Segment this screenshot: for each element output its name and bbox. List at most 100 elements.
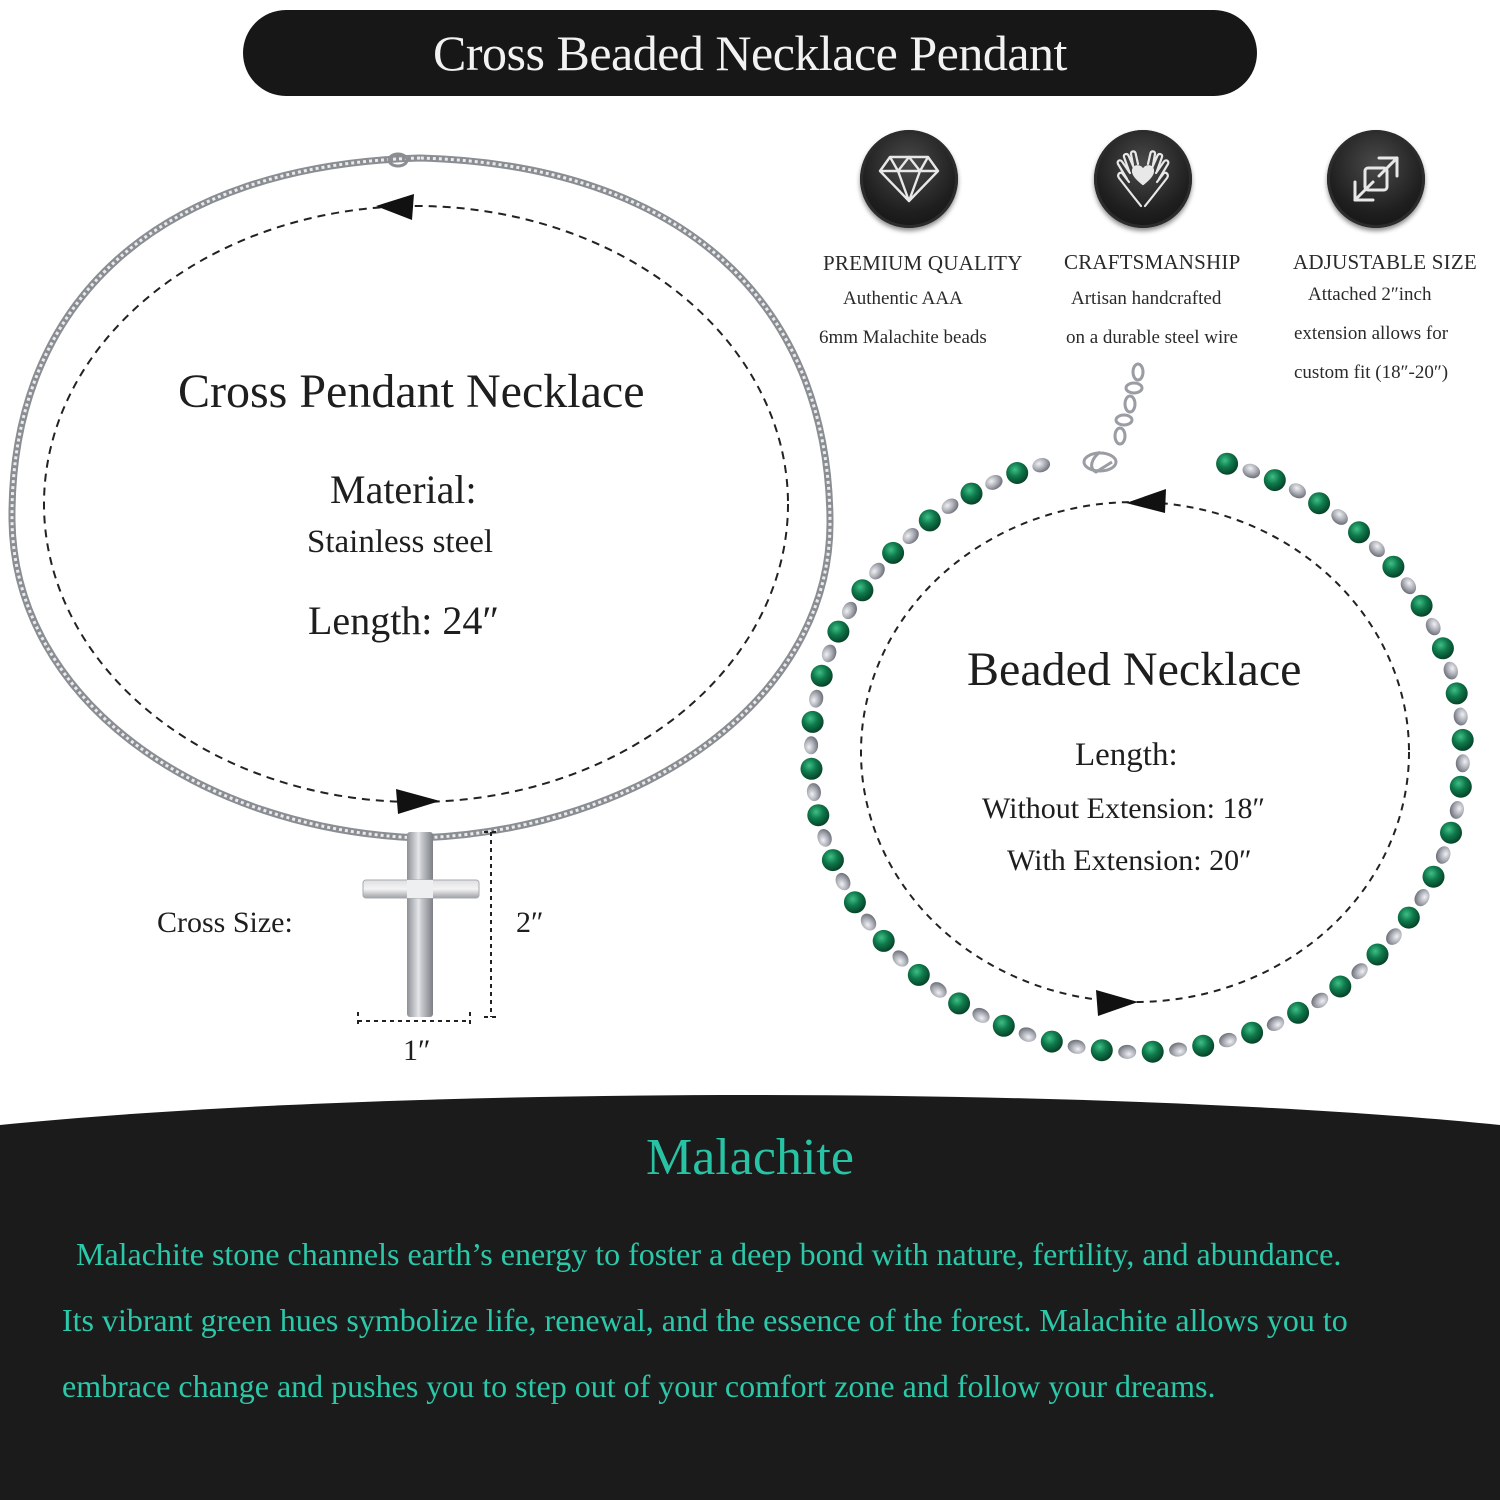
malachite-bead <box>1366 943 1389 966</box>
feature-line: 6mm Malachite beads <box>819 327 987 348</box>
silver-bead <box>1351 963 1368 980</box>
feature-title-premium-quality: PREMIUM QUALITY <box>823 251 1023 275</box>
silver-bead <box>806 783 821 802</box>
feature-line: on a durable steel wire <box>1066 327 1238 348</box>
beaded-necklace-heading: Beaded Necklace <box>967 643 1302 696</box>
malachite-bead <box>948 992 971 1015</box>
malachite-bead <box>821 849 844 872</box>
silver-bead <box>985 474 1003 490</box>
arrow-marker <box>396 789 440 814</box>
silver-bead <box>809 689 824 708</box>
silver-bead <box>1311 992 1329 1009</box>
with-extension: With Extension: 20″ <box>1007 844 1252 877</box>
malachite-bead <box>1440 821 1462 844</box>
malachite-bead <box>801 710 824 733</box>
malachite-bead <box>992 1014 1015 1037</box>
cross-width: 1″ <box>403 1034 431 1067</box>
silver-bead <box>1331 509 1348 525</box>
malachite-bead <box>1308 492 1331 515</box>
silver-bead <box>941 498 959 514</box>
malachite-bead <box>1382 555 1405 578</box>
silver-bead <box>1386 928 1402 945</box>
cross-necklace-length: Length: 24″ <box>308 598 500 643</box>
malachite-bead <box>1329 975 1352 998</box>
malachite-bead <box>843 891 866 914</box>
silver-bead <box>1400 577 1417 595</box>
arrow-marker <box>1096 990 1138 1016</box>
title-banner: Cross Beaded Necklace Pendant <box>243 10 1257 96</box>
silver-bead <box>1032 458 1051 473</box>
malachite-bead <box>1445 682 1468 705</box>
silver-bead <box>1368 540 1385 558</box>
arrow-marker <box>376 194 414 220</box>
lobster-clasp <box>1082 451 1118 473</box>
material-label: Material: <box>330 467 477 512</box>
malachite-bead <box>1241 1021 1264 1044</box>
silver-bead <box>892 950 909 967</box>
silver-bead <box>1118 1044 1137 1059</box>
feature-line: extension allows for <box>1294 323 1449 344</box>
malachite-description-line: Its vibrant green hues symbolize life, r… <box>62 1302 1348 1338</box>
silver-bead <box>972 1007 990 1023</box>
malachite-bead <box>1090 1039 1113 1062</box>
silver-bead <box>1067 1039 1086 1054</box>
malachite-bead <box>918 509 941 532</box>
silver-bead <box>1435 846 1451 864</box>
cross-necklace-illustration <box>8 152 834 1028</box>
dimension-lines <box>357 831 498 1028</box>
cross-necklace-heading: Cross Pendant Necklace <box>178 365 645 418</box>
silver-bead <box>1455 754 1470 773</box>
arrow-marker <box>1126 489 1166 513</box>
malachite-bead <box>1431 637 1454 660</box>
silver-bead <box>1288 483 1306 499</box>
silver-bead <box>835 872 851 891</box>
silver-bead <box>1266 1016 1285 1031</box>
malachite-bead <box>1006 462 1029 484</box>
length-guide <box>860 501 1410 1003</box>
malachite-bead <box>1397 906 1420 929</box>
silver-bead <box>821 644 837 663</box>
feature-title-adjustable-size: ADJUSTABLE SIZE <box>1293 250 1477 274</box>
silver-bead <box>1169 1042 1188 1057</box>
malachite-bead <box>1263 469 1286 492</box>
feature-title-craftsmanship: CRAFTSMANSHIP <box>1064 250 1241 274</box>
cross-height: 2″ <box>516 906 544 939</box>
malachite-bead <box>1192 1034 1215 1057</box>
malachite-bead <box>960 482 983 505</box>
malachite-bead <box>872 929 895 952</box>
heart-hands-icon <box>1094 130 1192 228</box>
malachite-bead <box>882 541 905 564</box>
resize-arrows-icon <box>1327 130 1425 228</box>
malachite-bead <box>810 664 833 687</box>
silver-bead <box>860 913 877 931</box>
beaded-necklace-illustration <box>800 362 1474 1063</box>
malachite-panel <box>0 1095 1500 1500</box>
silver-bead <box>1219 1032 1237 1048</box>
silver-bead <box>1414 889 1430 907</box>
bead-ring <box>800 451 1474 1063</box>
beaded-length-label: Length: <box>1075 737 1178 773</box>
material-value: Stainless steel <box>307 524 494 560</box>
page-title: Cross Beaded Necklace Pendant <box>433 25 1067 81</box>
malachite-bead <box>800 757 823 780</box>
malachite-bead <box>1422 865 1445 888</box>
silver-bead <box>1018 1027 1037 1042</box>
clasp <box>387 152 409 168</box>
silver-bead <box>817 829 832 847</box>
without-extension: Without Extension: 18″ <box>982 792 1265 825</box>
feature-line: Attached 2″inch <box>1308 284 1432 305</box>
silver-bead <box>1242 463 1261 479</box>
malachite-bead <box>1410 594 1433 617</box>
malachite-bead <box>1287 1001 1310 1024</box>
silver-bead <box>869 562 885 580</box>
malachite-bead <box>851 579 874 602</box>
malachite-bead <box>807 804 830 827</box>
silver-bead <box>1425 617 1441 636</box>
feature-line: Authentic AAA <box>843 288 963 309</box>
feature-line: Artisan handcrafted <box>1071 288 1222 309</box>
silver-bead <box>1443 661 1458 680</box>
silver-bead <box>1449 800 1464 819</box>
silver-bead <box>902 527 919 545</box>
malachite-description-line: embrace change and pushes you to step ou… <box>62 1368 1216 1404</box>
feature-line: custom fit (18″-20″) <box>1294 362 1449 383</box>
